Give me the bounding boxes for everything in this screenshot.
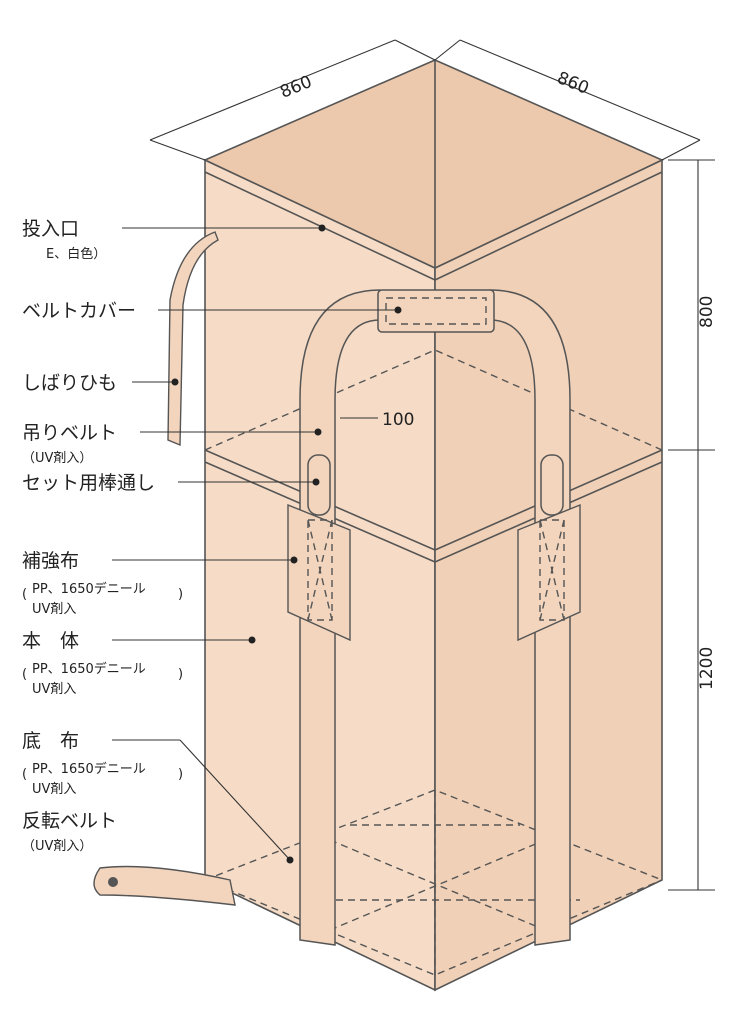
dim-belt-width: 100 (382, 410, 414, 430)
belt-cover (377, 289, 495, 333)
bracket-left-1: ( (22, 587, 27, 602)
dimension-lines (149, 39, 715, 891)
label-lifting-belt: 吊りベルト (22, 422, 117, 444)
bracket-right-2: ) (178, 667, 183, 682)
bracket-right-1: ) (178, 587, 183, 602)
label-reversal-belt-note: （UV剤入） (22, 838, 92, 854)
label-bottom-note2: UV剤入 (32, 781, 76, 797)
bag-body (203, 59, 664, 992)
label-reversal-belt: 反転ベルト (22, 810, 117, 832)
mid-seam-front (204, 449, 663, 551)
label-body-note2: UV剤入 (32, 681, 76, 697)
bracket-right-3: ) (178, 767, 183, 782)
label-bottom-note1: PP、1650デニール (32, 761, 146, 777)
bottom-cross-stitch (300, 824, 580, 931)
label-lifting-belt-note: （UV剤入） (22, 450, 92, 466)
label-inlet: 投入口 (22, 218, 79, 240)
bracket-left-2: ( (22, 667, 27, 682)
label-body: 本 体 (22, 630, 79, 652)
reversal-belt (93, 865, 236, 906)
top-rim-stitch (204, 171, 663, 281)
right-rod-passage (540, 454, 564, 516)
belt-cover-stitch (385, 297, 487, 325)
right-reinforcement-patch (517, 503, 581, 642)
mid-seam-front-2 (204, 461, 663, 563)
label-reinforcement-note1: PP、1650デニール (32, 581, 146, 597)
tie-string (167, 231, 219, 447)
label-belt-cover: ベルトカバー (22, 300, 136, 322)
reversal-belt-hole (108, 877, 118, 887)
dim-height-top: 800 (697, 296, 717, 328)
left-reinforcement-patch (287, 503, 351, 642)
leader-lines (112, 227, 398, 861)
left-rod-passage (307, 454, 331, 516)
dim-height-bottom: 1200 (697, 647, 717, 690)
bottom-seam-front (204, 879, 663, 976)
label-rod-passage: セット用棒通し (22, 472, 155, 494)
dim-width-left: 860 (277, 72, 315, 103)
label-inlet-note: E、白色） (46, 246, 106, 262)
label-tie-string: しばりひも (22, 372, 117, 394)
right-belt (489, 289, 571, 946)
label-bottom: 底 布 (22, 730, 79, 752)
lifting-belts (287, 289, 581, 946)
dim-width-right: 860 (554, 68, 592, 99)
label-reinforcement-note2: UV剤入 (32, 601, 76, 617)
leader-dots (171, 224, 402, 864)
label-body-note1: PP、1650デニール (32, 661, 146, 677)
label-reinforcement: 補強布 (22, 550, 79, 572)
bracket-left-3: ( (22, 767, 27, 782)
